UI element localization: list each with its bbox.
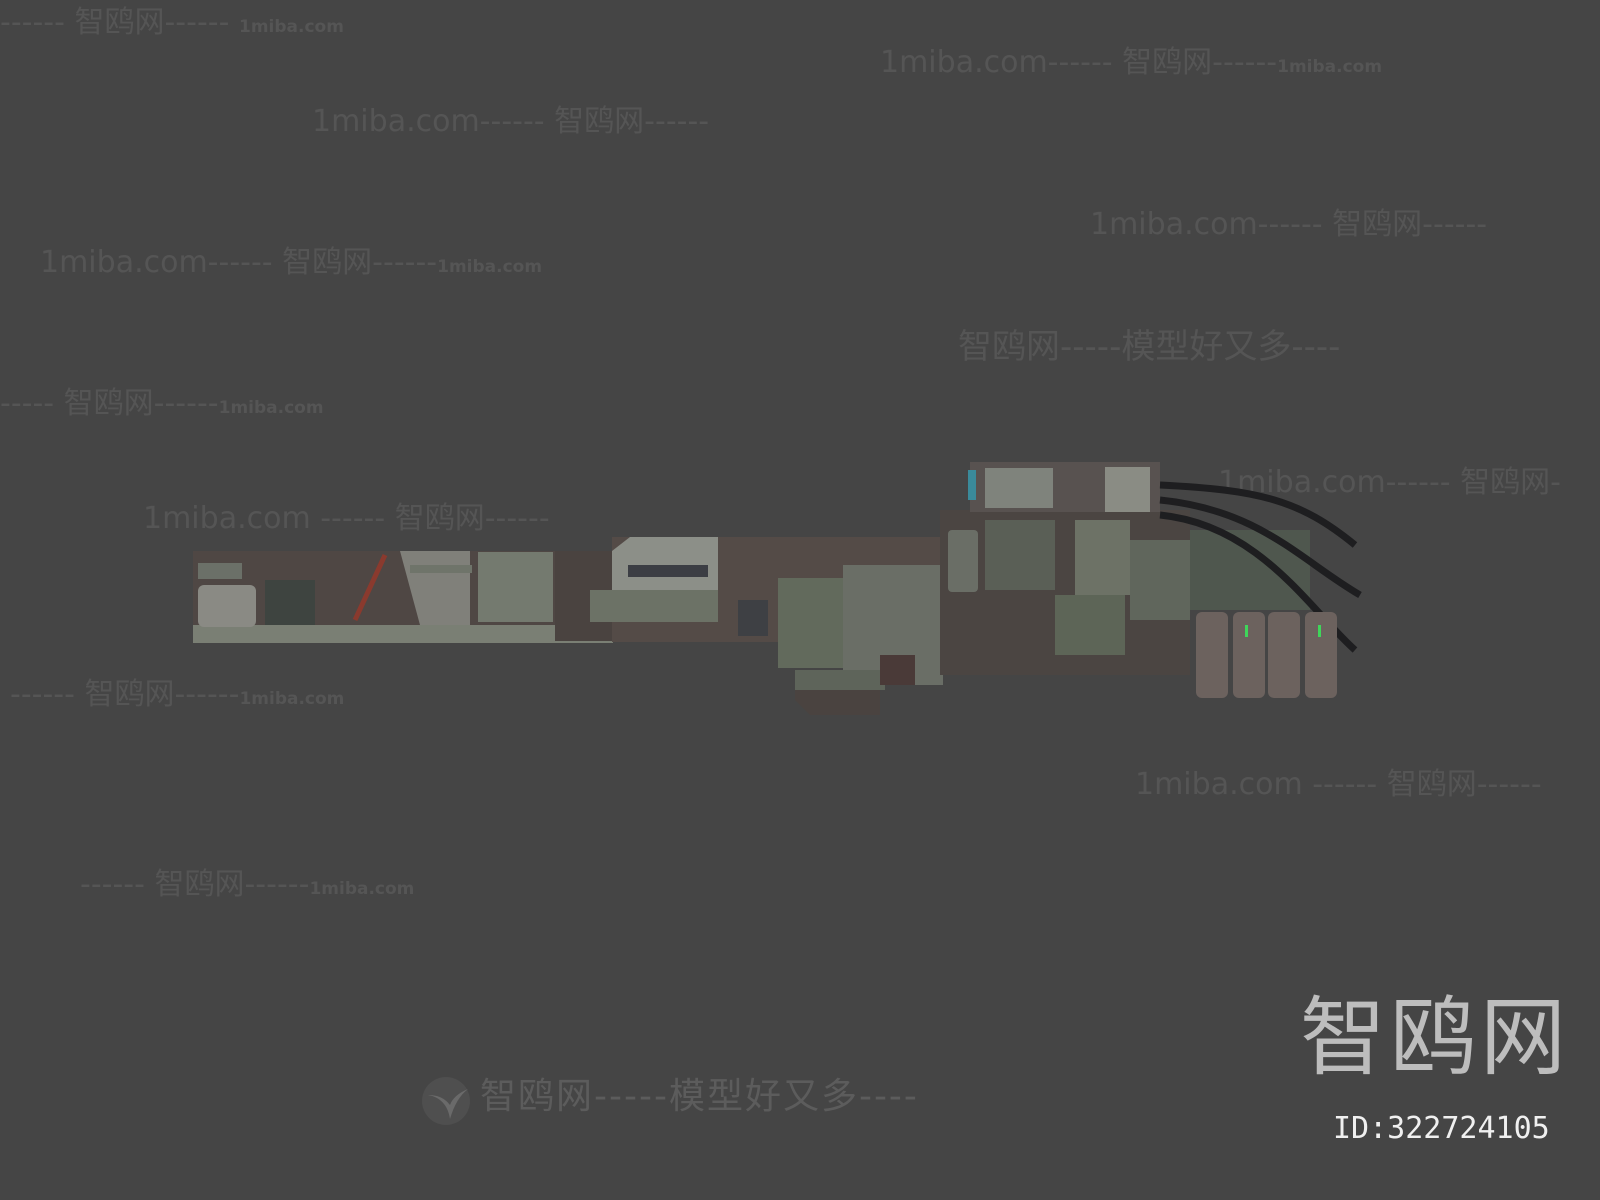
gun-barrel (193, 551, 615, 643)
watermark: ----- 智鸥网------1miba.com (0, 386, 324, 422)
watermark: 1miba.com------ 智鸥网------ (1090, 207, 1488, 243)
watermark: ------ 智鸥网------1miba.com (80, 867, 415, 903)
watermark: ------ 智鸥网------ 1miba.com (0, 5, 344, 41)
sci-fi-gun-render (193, 462, 1362, 715)
gun-mid-body (590, 537, 943, 715)
watermark-text: 1miba.com------ 智鸥网------ (312, 104, 710, 139)
watermark-slogan: 智鸥网-----模型好又多---- (958, 327, 1341, 367)
footer-slogan: 智鸥网-----模型好又多---- (480, 1076, 919, 1117)
watermark-text: 1miba.com------ 智鸥网------ (1090, 207, 1488, 242)
watermark-text: 1miba.com ------ 智鸥网------ (143, 501, 550, 536)
gun-canisters (1196, 612, 1337, 698)
watermark-site: 1miba.com (437, 257, 543, 277)
watermark-site: 1miba.com (239, 689, 345, 709)
watermark-site: 1miba.com (238, 17, 344, 37)
brand-logo: 智鸥网 (1300, 988, 1570, 1088)
watermark: 1miba.com------ 智鸥网------1miba.com (40, 245, 543, 281)
watermark: 1miba.com------ 智鸥网------1miba.com (880, 45, 1383, 81)
bird-logo-icon (422, 1077, 470, 1125)
watermark-text: 1miba.com------ 智鸥网- (1218, 465, 1561, 500)
gun-hoses (1159, 481, 1362, 653)
gun-rear-body (940, 462, 1310, 675)
watermark: 1miba.com ------ 智鸥网------ (1135, 767, 1542, 803)
watermark: 1miba.com------ 智鸥网- (1218, 465, 1561, 501)
watermark-site: 1miba.com (309, 879, 415, 899)
watermark-text: 1miba.com------ 智鸥网------ (880, 45, 1278, 80)
model-id: ID:322724105 (1333, 1111, 1550, 1146)
watermark-site: 1miba.com (218, 398, 324, 418)
watermark-text: ------ 智鸥网------ (0, 5, 239, 40)
watermark-site: 1miba.com (1277, 57, 1383, 77)
watermark-text: 1miba.com------ 智鸥网------ (40, 245, 438, 280)
watermark-text: ------ 智鸥网------ (80, 867, 310, 902)
watermark: 1miba.com------ 智鸥网------ (312, 104, 710, 140)
watermark: ------ 智鸥网------1miba.com (10, 677, 345, 713)
watermark-text: ------ 智鸥网------ (10, 677, 240, 712)
watermark-text: 1miba.com ------ 智鸥网------ (1135, 767, 1542, 802)
watermark: 1miba.com ------ 智鸥网------ (143, 501, 550, 537)
watermark-text: ----- 智鸥网------ (0, 386, 219, 421)
